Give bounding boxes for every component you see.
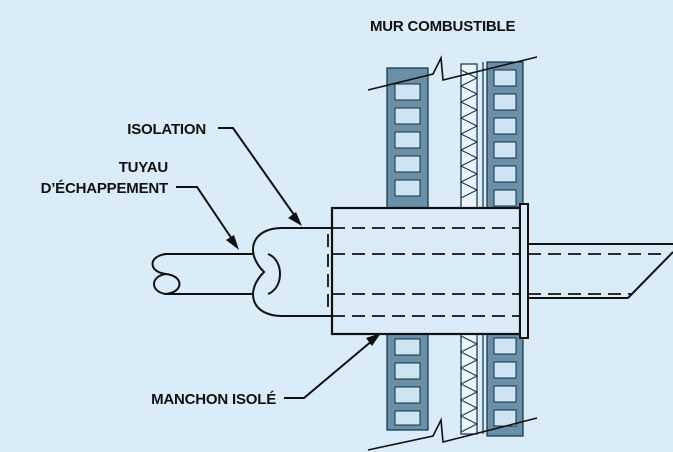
- label-insulation: ISOLATION: [127, 121, 206, 138]
- leader-sleeve-arrowhead: [366, 333, 381, 346]
- exhaust-pipe-outlet: [528, 243, 673, 299]
- insulated-sleeve: [327, 203, 529, 339]
- insulation-wrap: [252, 227, 332, 317]
- leader-insulation-arrowhead: [288, 212, 302, 226]
- wall-stud-left-openings: [394, 83, 421, 426]
- leader-insulation: [218, 127, 302, 226]
- label-insulated-sleeve: MANCHON ISOLÉ: [151, 391, 276, 408]
- label-exhaust-pipe-line1: TUYAU: [119, 159, 168, 176]
- leader-exhaust-pipe-arrowhead: [226, 235, 239, 250]
- label-exhaust-pipe-line2: D’ÉCHAPPEMENT: [41, 180, 168, 197]
- label-wall: MUR COMBUSTIBLE: [370, 18, 516, 35]
- wall-break-line-bottom: [367, 417, 538, 451]
- wall-insulation-zigzag-top: [459, 69, 479, 199]
- leader-lines: [176, 127, 381, 399]
- insulation-wrap-inner-curve: [267, 253, 281, 295]
- exhaust-pipe-break-end: [151, 253, 181, 296]
- leader-sleeve: [284, 333, 381, 399]
- leader-exhaust-pipe-line: [176, 186, 235, 243]
- sleeve-flange: [519, 203, 529, 339]
- wall-insulation-zigzag-bottom: [459, 335, 479, 433]
- leader-insulation-line: [218, 127, 298, 220]
- insulation-wrap-outline: [252, 227, 332, 317]
- wall-break-line-top: [367, 55, 538, 91]
- wall-stud-right-openings: [493, 69, 517, 427]
- leader-exhaust-pipe: [176, 186, 239, 250]
- leader-sleeve-line: [284, 339, 374, 399]
- pipe-outlet-bevel-cut: [627, 251, 673, 299]
